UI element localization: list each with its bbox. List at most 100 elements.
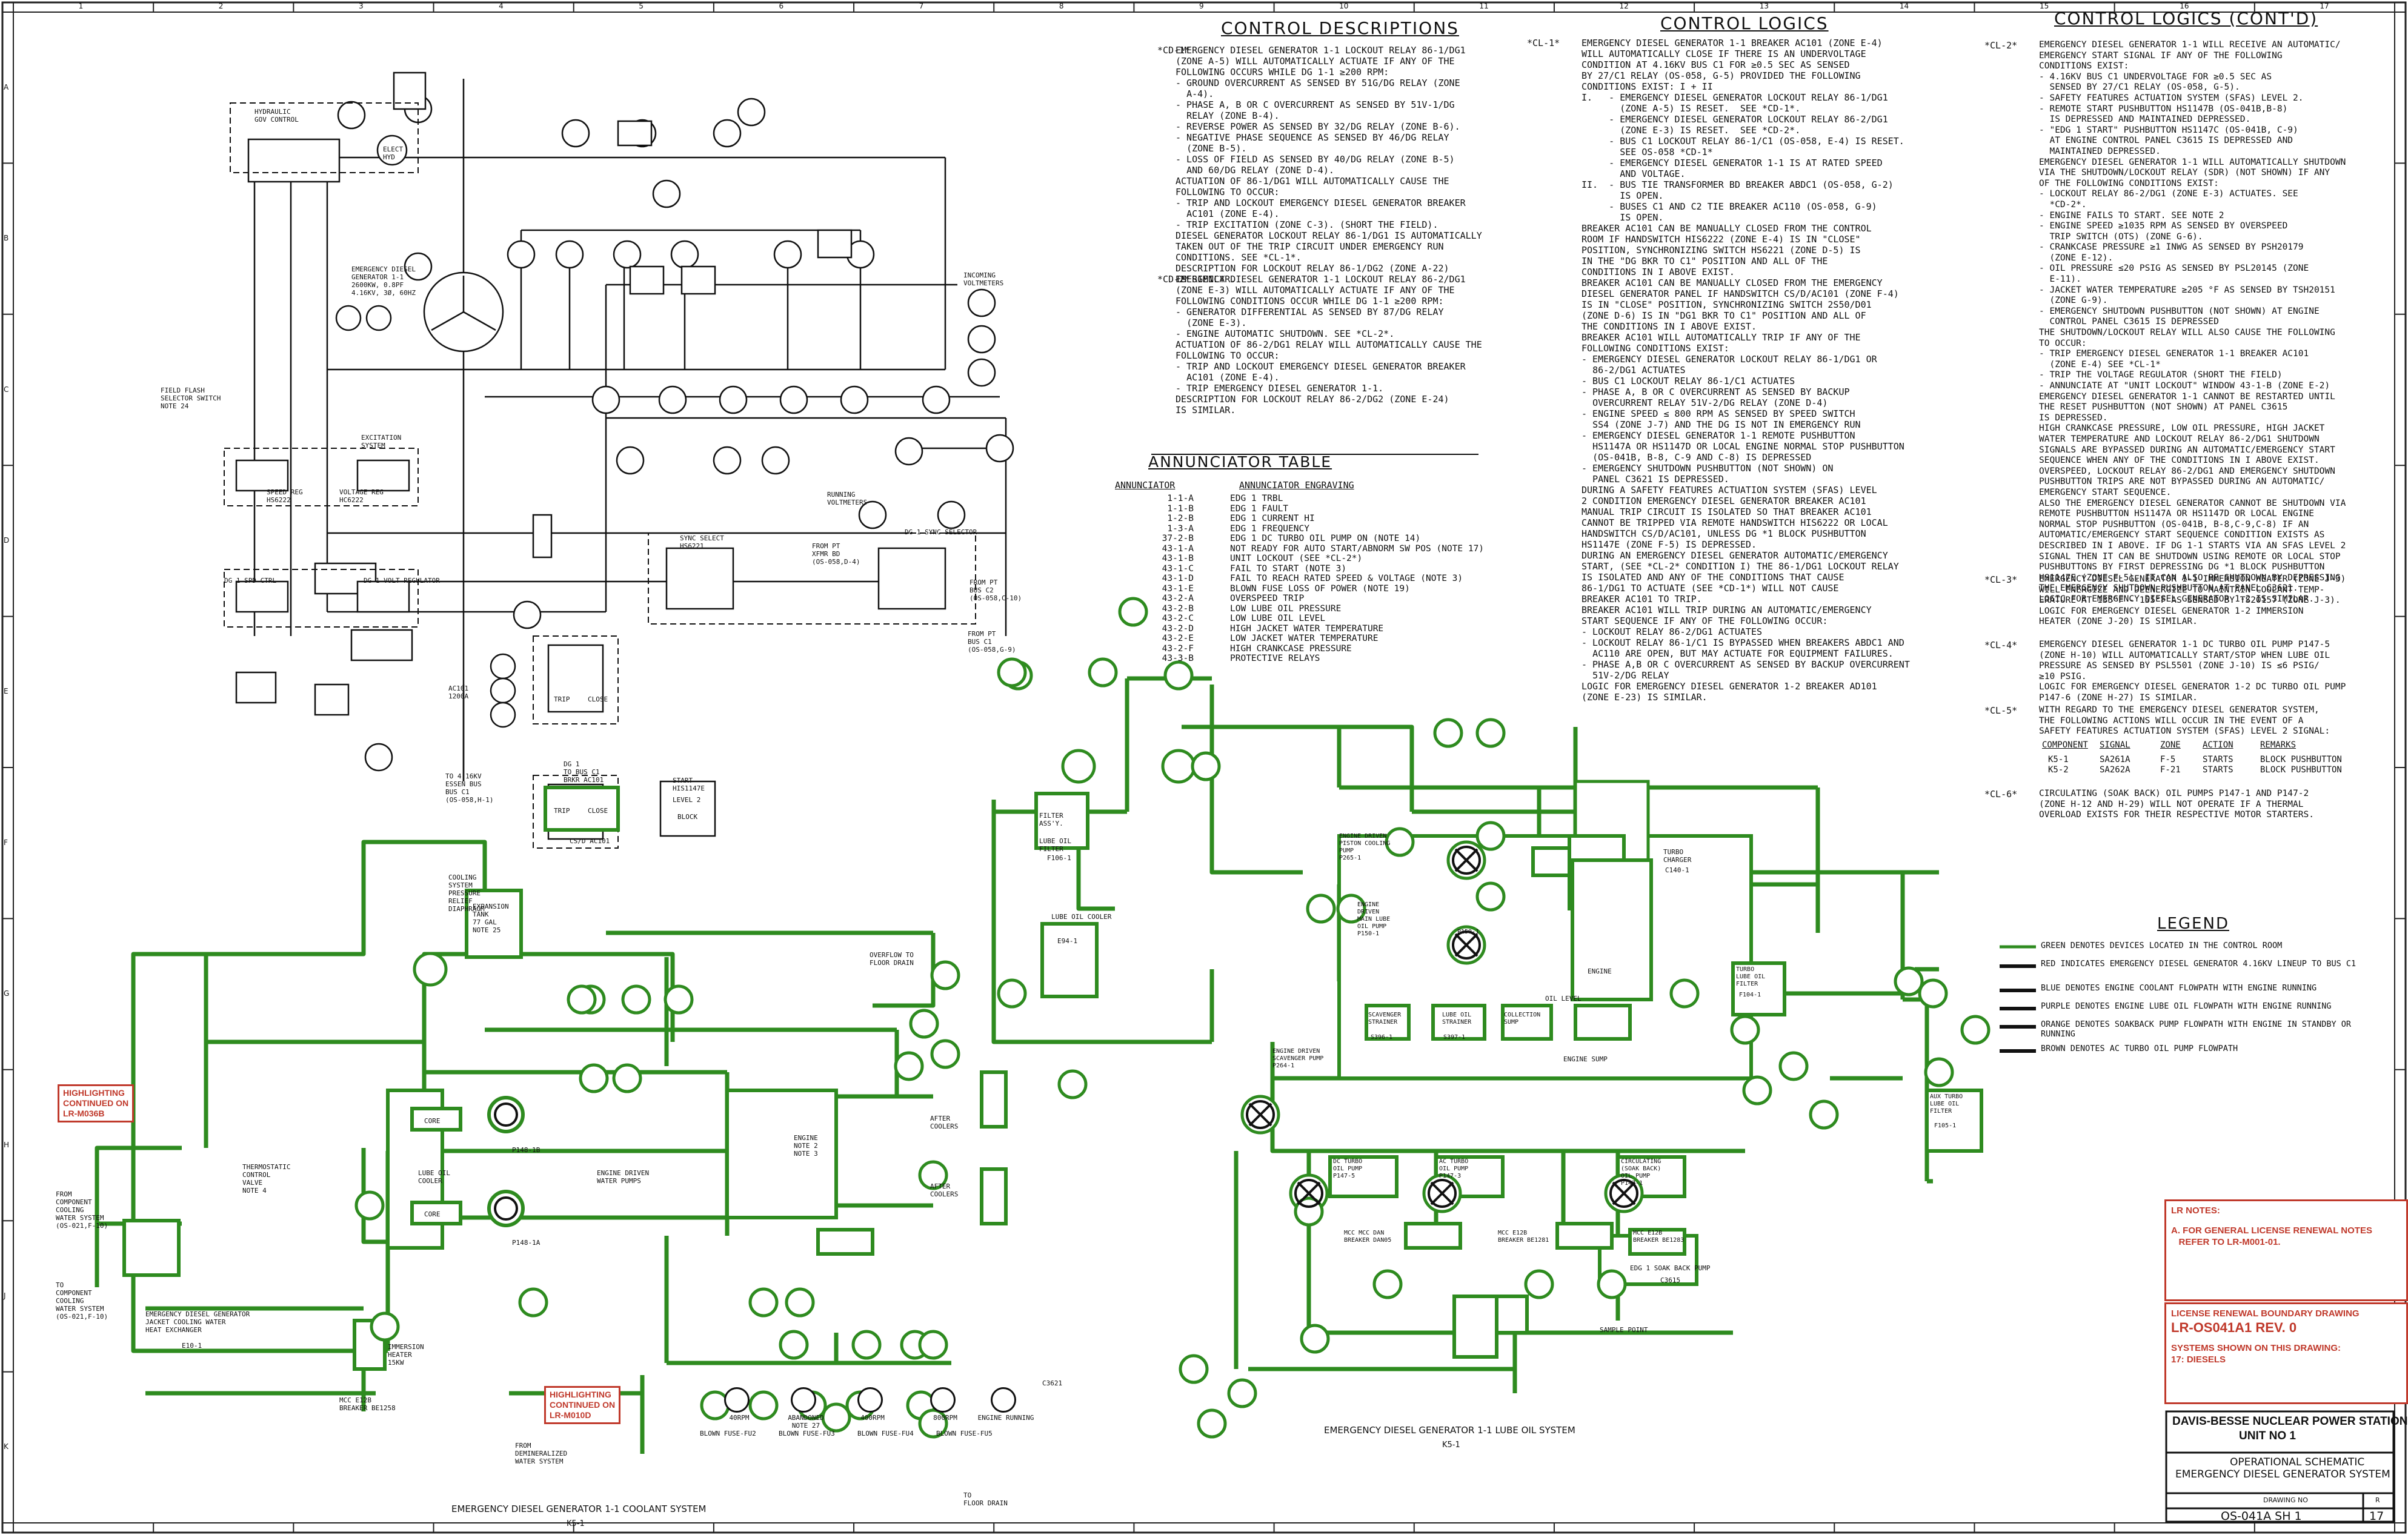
p150-label: P150-1 (1457, 929, 1480, 935)
annunciator-id: 43-2-B (1162, 603, 1194, 614)
legend-item: RED INDICATES EMERGENCY DIESEL GENERATOR… (2041, 959, 2356, 969)
annunciator-engraving: BLOWN FUSE LOSS OF POWER (NOTE 19) (1230, 583, 1410, 594)
cd1-text: EMERGENCY DIESEL GENERATOR 1-1 LOCKOUT R… (1176, 45, 1482, 285)
lube-oil-filter-label: LUBE OIL FILTER (1039, 837, 1071, 853)
lr-notes-title: LR NOTES: (2171, 1205, 2220, 1216)
annunciator-id: 43-3-B (1162, 654, 1194, 663)
hyd-gov-label: HYDRAULIC GOV CONTROL (254, 108, 299, 124)
e10-label: E10-1 (182, 1342, 202, 1350)
sample-point-label: SAMPLE POINT (1600, 1326, 1648, 1334)
highlight-continued-bottom: HIGHLIGHTING CONTINUED ON LR-M010D (544, 1386, 621, 1424)
annunciator-engraving: HIGH CRANKCASE PRESSURE (1230, 643, 1352, 654)
start-hs-label: START HIS1147E (673, 777, 705, 792)
cd2-tag: *CD-2* (1157, 274, 1191, 285)
row-letter: B (4, 234, 9, 243)
sheet-title1: OPERATIONAL SCHEMATIC (2230, 1456, 2365, 1468)
annunciator-engraving: NOT READY FOR AUTO START/ABNORM SW POS (… (1230, 543, 1485, 554)
floor-drain-label: TO FLOOR DRAIN (963, 1491, 1008, 1507)
from-pt3-label: FROM PT BUS C1 (OS-058,G-9) (968, 630, 1016, 654)
immersion-heater-label: IMMERSION HEATER 15KW (388, 1343, 424, 1367)
cl5-cell: K5-2 (2048, 765, 2069, 775)
cl1-text: EMERGENCY DIESEL GENERATOR 1-1 BREAKER A… (1581, 38, 1910, 703)
mcc-heater-label: MCC E12B BREAKER BE1258 (339, 1396, 396, 1412)
row-letter: K (4, 1442, 8, 1451)
rpm-indicator-label: 800RPM (933, 1414, 957, 1422)
after-coolers-label-1: AFTER COOLERS (930, 1115, 959, 1130)
blown-fuse-label: BLOWN FUSE-FU2 (700, 1430, 756, 1437)
from-pt1-label: FROM PT XFMR BD (OS-058,D-4) (812, 542, 860, 566)
annunciator-engraving: OVERSPEED TRIP (1230, 594, 1305, 603)
dg-volt-label: DG 1 VOLT REGULATOR (364, 577, 440, 585)
annunciator-engraving: PROTECTIVE RELAYS (1230, 654, 1320, 663)
cl2-text: EMERGENCY DIESEL GENERATOR 1-1 WILL RECE… (2039, 40, 2346, 604)
to-bus-label: TO 4.16KV ESSEN BUS BUS C1 (OS-058,H-1) (445, 772, 494, 804)
column-number: 4 (499, 2, 504, 10)
plant-name: DAVIS-BESSE NUCLEAR POWER STATION (2172, 1415, 2408, 1428)
legend-item: BLUE DENOTES ENGINE COOLANT FLOWPATH WIT… (2041, 983, 2317, 993)
boundary-drawing-box: LICENSE RENEWAL BOUNDARY DRAWING LR-OS04… (2164, 1302, 2408, 1404)
annunciator-col-header: ANNUNCIATOR (1115, 480, 1176, 491)
lube-caption: EMERGENCY DIESEL GENERATOR 1-1 LUBE OIL … (1324, 1425, 1575, 1436)
field-flash-label: FIELD FLASH SELECTOR SWITCH NOTE 24 (161, 386, 221, 410)
column-number: 17 (2320, 2, 2329, 10)
from-demin-label: FROM DEMINERALIZED WATER SYSTEM (515, 1442, 568, 1465)
cl3-tag: *CL-3* (1984, 574, 2018, 585)
dg1-bus-label: DG 1 TO BUS C1 BRKR AC101 (564, 760, 604, 784)
oil-level-label: OIL LEVEL (1545, 995, 1581, 1003)
control-logics-cont-title: CONTROL LOGICS (CONT'D) (2054, 8, 2318, 28)
row-letter: E (4, 687, 8, 696)
annunciator-row: 43-1-E BLOWN FUSE LOSS OF POWER (NOTE 19) (1127, 584, 1503, 594)
cl5-tag: *CL-5* (1984, 705, 2018, 716)
annunciator-id: 43-1-D (1162, 574, 1194, 583)
cl5-cell: STARTS (2203, 765, 2233, 775)
ejw-pumps-label: ENGINE DRIVEN WATER PUMPS (597, 1169, 650, 1185)
csd-label: CS/D AC101 (570, 837, 610, 845)
cooling-sys-label: COOLING SYSTEM PRESSURE RELIEF DIAPHRAGM (448, 874, 485, 913)
cl6-text: CIRCULATING (SOAK BACK) OIL PUMPS P147-1… (2039, 789, 2314, 820)
turbo-charger-label: TURBO CHARGER (1663, 848, 1692, 864)
mcc-e12b2-label: MCC E12B BREAKER BE1283 (1633, 1230, 1685, 1244)
engine-block-label: ENGINE (1588, 967, 1612, 975)
from-component-label: FROM COMPONENT COOLING WATER SYSTEM (OS-… (56, 1190, 108, 1230)
annunciator-id: 43-1-E (1162, 583, 1194, 594)
incoming-voltmeters-label: INCOMING VOLTMETERS (963, 271, 1004, 287)
trip-label-1: TRIP (554, 695, 570, 703)
engine-label: ENGINE NOTE 2 NOTE 3 (794, 1134, 818, 1158)
annunciator-engraving: UNIT LOCKOUT (SEE *CL-2*) (1230, 554, 1363, 563)
annunciator-engraving: EDG 1 FREQUENCY (1230, 523, 1309, 534)
column-number: 2 (218, 2, 224, 10)
annunciator-id: 1-1-B (1167, 503, 1194, 514)
row-letter: F (4, 838, 8, 847)
sync-select-label: SYNC SELECT HS6221 (680, 534, 724, 550)
annunciator-id: 1-3-A (1167, 523, 1194, 534)
cl1-tag: *CL-1* (1527, 38, 1560, 48)
annunciator-id: 43-1-C (1162, 563, 1194, 574)
column-number: 7 (919, 2, 924, 10)
annunciator-id: 1-2-B (1167, 514, 1194, 523)
rpm-indicator-light (724, 1387, 750, 1413)
close-label-2: CLOSE (588, 807, 608, 815)
control-descriptions-title: CONTROL DESCRIPTIONS (1221, 18, 1459, 38)
turbo-filter-label: TURBO LUBE OIL FILTER (1736, 966, 1766, 987)
boundary-line1: LICENSE RENEWAL BOUNDARY DRAWING (2171, 1308, 2360, 1319)
annunciator-table-title: ANNUNCIATOR TABLE (1148, 453, 1332, 471)
lube-oil-cooler2-label: LUBE OIL COOLER (1051, 913, 1112, 921)
close-label-1: CLOSE (588, 695, 608, 703)
annunciator-id: 37-2-B (1162, 534, 1194, 543)
control-logics-title: CONTROL LOGICS (1660, 13, 1829, 33)
scavenger-label: SCAVENGER STRAINER (1368, 1012, 1402, 1026)
dg-sync-label: DG 1 SYNC SELECTOR (905, 528, 977, 536)
unit-name: UNIT NO 1 (2239, 1430, 2296, 1442)
cl5-cell: BLOCK PUSHBUTTON (2260, 755, 2342, 764)
annunciator-id: 43-2-C (1162, 614, 1194, 623)
soak-back-label: EDG 1 SOAK BACK PUMP (1630, 1264, 1711, 1272)
cd1-tag: *CD-1* (1157, 45, 1191, 56)
cl2-tag: *CL-2* (1984, 40, 2018, 51)
